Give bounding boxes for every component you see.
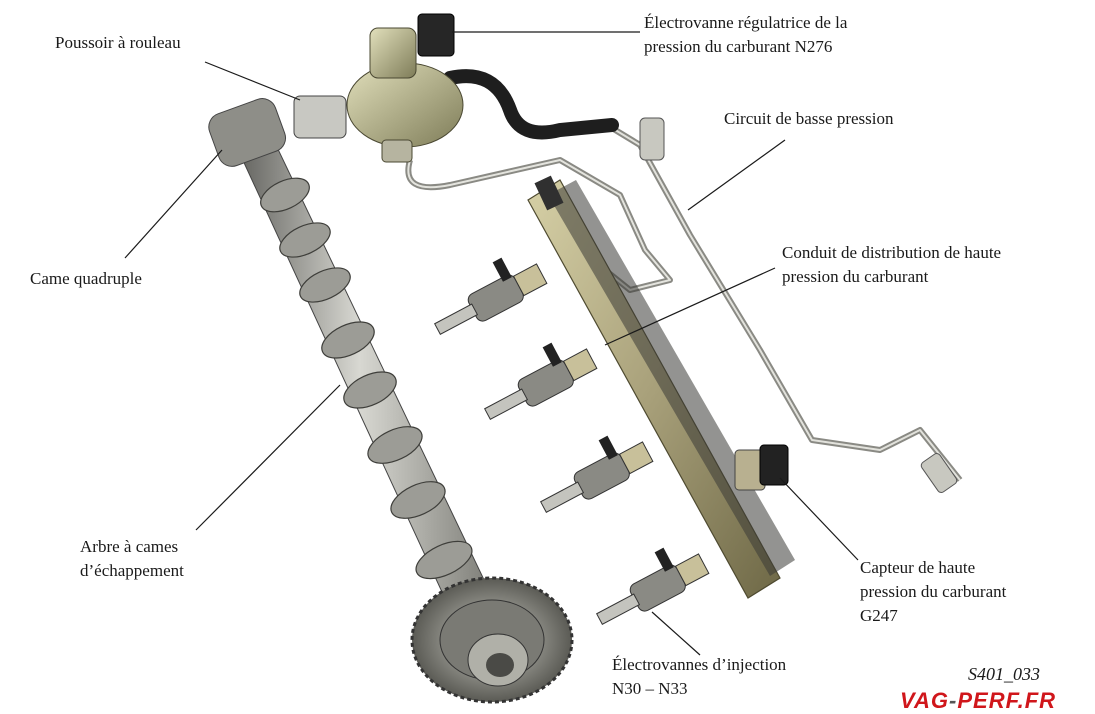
label-solenoid-line1: Électrovanne régulatrice de la xyxy=(644,13,848,32)
leader-roller xyxy=(204,61,301,101)
roller-tappet xyxy=(293,95,347,139)
label-camshaft: Arbre à cames d’échappement xyxy=(80,535,184,583)
camshaft xyxy=(208,98,574,704)
label-injectors-line2: N30 – N33 xyxy=(612,679,688,698)
label-roller-tappet: Poussoir à rouleau xyxy=(55,31,181,55)
label-injectors-line1: Électrovannes d’injection xyxy=(612,655,787,674)
label-injectors: Électrovannes d’injection N30 – N33 xyxy=(612,653,786,701)
leader-lines xyxy=(124,31,859,656)
injector xyxy=(433,257,548,336)
leader-rail xyxy=(604,267,776,346)
injector xyxy=(539,435,654,514)
high-pressure-pump xyxy=(293,27,464,163)
injector xyxy=(595,547,710,626)
injector xyxy=(483,342,598,421)
label-solenoid: Électrovanne régulatrice de la pression … xyxy=(644,11,847,59)
label-rail-line2: pression du carburant xyxy=(782,267,929,286)
label-pressure-sensor: Capteur de haute pression du carburant G… xyxy=(860,556,1006,628)
pressure-sensor xyxy=(734,444,789,491)
label-fuel-rail: Conduit de distribution de haute pressio… xyxy=(782,241,1001,289)
injectors xyxy=(433,257,710,626)
label-cam-line1: Came quadruple xyxy=(30,269,142,288)
fuel-rail xyxy=(527,175,795,599)
label-sensor-line3: G247 xyxy=(860,606,898,625)
camshaft-gear xyxy=(410,576,574,704)
figure-code: S401_033 xyxy=(968,664,1040,684)
label-sensor-line2: pression du carburant xyxy=(860,582,1007,601)
low-pressure-bracket xyxy=(639,117,665,161)
label-low-pressure-line1: Circuit de basse pression xyxy=(724,109,894,128)
leader-cam xyxy=(124,149,223,259)
low-pressure-fitting xyxy=(920,453,958,493)
leader-sensor xyxy=(779,477,859,561)
label-solenoid-line2: pression du carburant N276 xyxy=(644,37,833,56)
label-roller-line1: Poussoir à rouleau xyxy=(55,33,181,52)
watermark-part1: VAG xyxy=(900,688,950,713)
leader-camshaft xyxy=(195,384,341,531)
label-low-pressure: Circuit de basse pression xyxy=(724,107,894,131)
label-camshaft-line2: d’échappement xyxy=(80,561,184,580)
label-rail-line1: Conduit de distribution de haute xyxy=(782,243,1002,262)
watermark-part2: PERF.FR xyxy=(957,688,1057,713)
quad-cam xyxy=(208,98,287,167)
leader-injectors xyxy=(651,611,701,656)
label-quad-cam: Came quadruple xyxy=(30,267,142,291)
pressure-regulator-solenoid xyxy=(417,13,455,57)
watermark-sep: - xyxy=(949,688,958,713)
label-sensor-line1: Capteur de haute xyxy=(860,558,976,577)
return-hose xyxy=(443,69,619,140)
label-camshaft-line1: Arbre à cames xyxy=(80,537,179,556)
leader-low-pressure xyxy=(687,139,786,211)
cam-lobes xyxy=(260,177,473,580)
watermark-logo: VAG-PERF.FR xyxy=(900,688,1056,714)
